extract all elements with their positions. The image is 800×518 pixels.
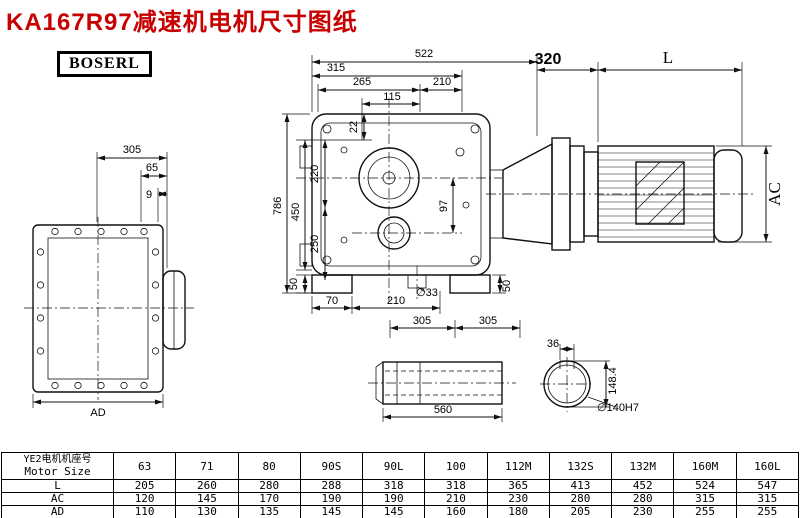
dim-65-label: 65 bbox=[146, 162, 158, 174]
dim-220-label: 220 bbox=[309, 165, 321, 183]
dimension-cell: 210 bbox=[424, 492, 488, 506]
side-view: 305 65 9 AD bbox=[24, 144, 194, 419]
dimension-cell: 280 bbox=[548, 492, 613, 506]
motor-frame-column: 160M bbox=[673, 452, 737, 480]
dim-L-label: L bbox=[663, 48, 673, 67]
dim-70-label: 70 bbox=[326, 295, 338, 307]
dim-786-label: 786 bbox=[272, 197, 284, 215]
dim-315-label: 315 bbox=[327, 62, 345, 74]
dimension-cell: 288 bbox=[299, 479, 364, 493]
dim-305a-label: 305 bbox=[413, 315, 431, 327]
motor-frame-column: 132M bbox=[611, 452, 675, 480]
dimension-cell: 365 bbox=[486, 479, 550, 493]
dimension-cell: 145 bbox=[299, 505, 364, 518]
motor-frame-column: 112M bbox=[486, 452, 550, 480]
dimension-cell: 205 bbox=[548, 505, 613, 518]
technical-drawing: 305 65 9 AD 522 bbox=[24, 48, 784, 422]
dimension-cell: 318 bbox=[424, 479, 488, 493]
dimension-cell: 130 bbox=[175, 505, 239, 518]
dimension-cell: 145 bbox=[362, 505, 426, 518]
dimension-cell: 170 bbox=[237, 492, 301, 506]
dim-148-label: 148.4 bbox=[607, 367, 619, 395]
dim-305b-label: 305 bbox=[479, 315, 497, 327]
motor-frame-column: 63 bbox=[112, 452, 177, 480]
shaft-view: 305 305 560 bbox=[368, 315, 521, 422]
dim-22-label: 22 bbox=[348, 121, 360, 133]
dim-305-side-label: 305 bbox=[123, 144, 141, 156]
motor-frame-column: 90L bbox=[362, 452, 426, 480]
header-cn: YE2电机机座号 bbox=[23, 454, 92, 465]
dimension-cell: 547 bbox=[735, 479, 800, 493]
dimension-cell: 315 bbox=[673, 492, 737, 506]
motor-frame-column: 160L bbox=[735, 452, 800, 480]
dim-115-label: 115 bbox=[383, 91, 401, 103]
dimension-cell: 145 bbox=[175, 492, 239, 506]
dimension-cell: 160 bbox=[424, 505, 488, 518]
dim-50-right-label: 50 bbox=[501, 280, 513, 292]
dim-250-label: 250 bbox=[309, 235, 321, 253]
dimension-cell: 524 bbox=[673, 479, 737, 493]
page-title: KA167R97减速机电机尺寸图纸 bbox=[6, 9, 358, 36]
dimension-cell: 230 bbox=[611, 505, 675, 518]
bore-section-view: 36 148.4 ∅140H7 bbox=[540, 338, 639, 414]
dim-560-label: 560 bbox=[434, 404, 452, 416]
dimension-cell: 180 bbox=[486, 505, 550, 518]
motor-size-header: YE2电机机座号 Motor Size bbox=[1, 452, 114, 480]
dim-33-label: ∅33 bbox=[416, 287, 438, 299]
motor-frame-column: 80 bbox=[237, 452, 301, 480]
dim-ad-label: AD bbox=[90, 407, 105, 419]
dimension-cell: 318 bbox=[362, 479, 426, 493]
motor-frame-column: 132S bbox=[548, 452, 613, 480]
motor-frame-column: 71 bbox=[175, 452, 239, 480]
dimension-cell: 280 bbox=[611, 492, 675, 506]
dimension-cell: 255 bbox=[673, 505, 737, 518]
row-label: AC bbox=[1, 492, 114, 506]
dimension-cell: 190 bbox=[362, 492, 426, 506]
dimension-cell: 135 bbox=[237, 505, 301, 518]
assembly-view: 320 L AC bbox=[486, 48, 784, 251]
dimension-cell: 260 bbox=[175, 479, 239, 493]
dimension-cell: 315 bbox=[735, 492, 800, 506]
row-label: L bbox=[1, 479, 114, 493]
row-label: AD bbox=[1, 505, 114, 518]
dimension-cell: 452 bbox=[611, 479, 675, 493]
dim-AC-label: AC bbox=[765, 182, 784, 206]
dimension-cell: 190 bbox=[299, 492, 364, 506]
dimension-cell: 205 bbox=[112, 479, 177, 493]
dim-450-label: 450 bbox=[290, 203, 302, 221]
dimension-cell: 110 bbox=[112, 505, 177, 518]
dim-140H7-label: ∅140H7 bbox=[597, 402, 639, 414]
motor-frame-column: 90S bbox=[299, 452, 364, 480]
dimension-cell: 255 bbox=[735, 505, 800, 518]
dim-210-bottom-label: 210 bbox=[387, 295, 405, 307]
dim-36-label: 36 bbox=[547, 338, 559, 350]
dim-9-label: 9 bbox=[146, 189, 152, 201]
dim-522-label: 522 bbox=[415, 48, 433, 60]
dim-210-top-label: 210 bbox=[433, 76, 451, 88]
front-view: 522 315 265 210 115 22 220 250 450 786 9… bbox=[272, 48, 538, 314]
dimension-cell: 413 bbox=[548, 479, 613, 493]
dimension-cell: 120 bbox=[112, 492, 177, 506]
brand-logo: BOSERL bbox=[57, 51, 152, 77]
dim-50-left-label: 50 bbox=[288, 278, 300, 290]
dim-265-label: 265 bbox=[353, 76, 371, 88]
dimension-cell: 230 bbox=[486, 492, 550, 506]
dim-97-label: 97 bbox=[438, 200, 450, 212]
motor-frame-column: 100 bbox=[424, 452, 488, 480]
header-en: Motor Size bbox=[24, 465, 91, 478]
dimension-cell: 280 bbox=[237, 479, 301, 493]
dim-320-label: 320 bbox=[535, 51, 562, 68]
